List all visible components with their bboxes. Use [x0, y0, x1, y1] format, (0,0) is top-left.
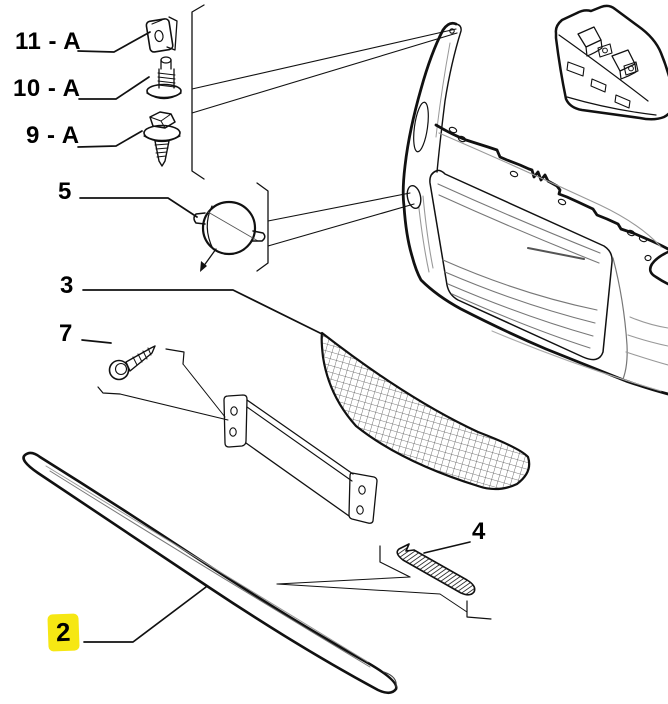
callout-4[interactable]: 4 — [472, 518, 486, 545]
callout-9a[interactable]: 9 - A — [26, 122, 80, 149]
license-plate-bracket-drawing[interactable] — [223, 394, 378, 524]
mesh-grille-drawing[interactable] — [82, 289, 531, 491]
screw-7-bracket — [97, 348, 229, 421]
callout-3[interactable]: 3 — [60, 272, 74, 299]
callout-5[interactable]: 5 — [58, 178, 72, 205]
hex-screw-9a-drawing[interactable] — [77, 111, 181, 167]
trim-strip-drawing[interactable] — [22, 451, 398, 695]
stud-screw-10a-drawing[interactable] — [78, 56, 182, 100]
tow-hook-bracket — [256, 182, 415, 272]
tow-hook-cover-drawing[interactable] — [79, 197, 266, 272]
callout-2-selected[interactable]: 2 — [47, 613, 80, 652]
callout-7[interactable]: 7 — [59, 320, 73, 347]
screw-7-drawing[interactable] — [81, 339, 156, 381]
callout-11a[interactable]: 11 - A — [15, 28, 82, 55]
grille-insert-4-drawing[interactable] — [396, 541, 476, 596]
callout-10a[interactable]: 10 - A — [13, 75, 81, 102]
bumper-fascia-drawing[interactable] — [401, 21, 668, 396]
impact-absorber-drawing[interactable] — [554, 4, 668, 121]
retaining-clip-11a-drawing[interactable] — [77, 16, 178, 53]
fastener-group-bracket — [191, 4, 458, 180]
grille-insert-4-bracket — [276, 545, 492, 620]
